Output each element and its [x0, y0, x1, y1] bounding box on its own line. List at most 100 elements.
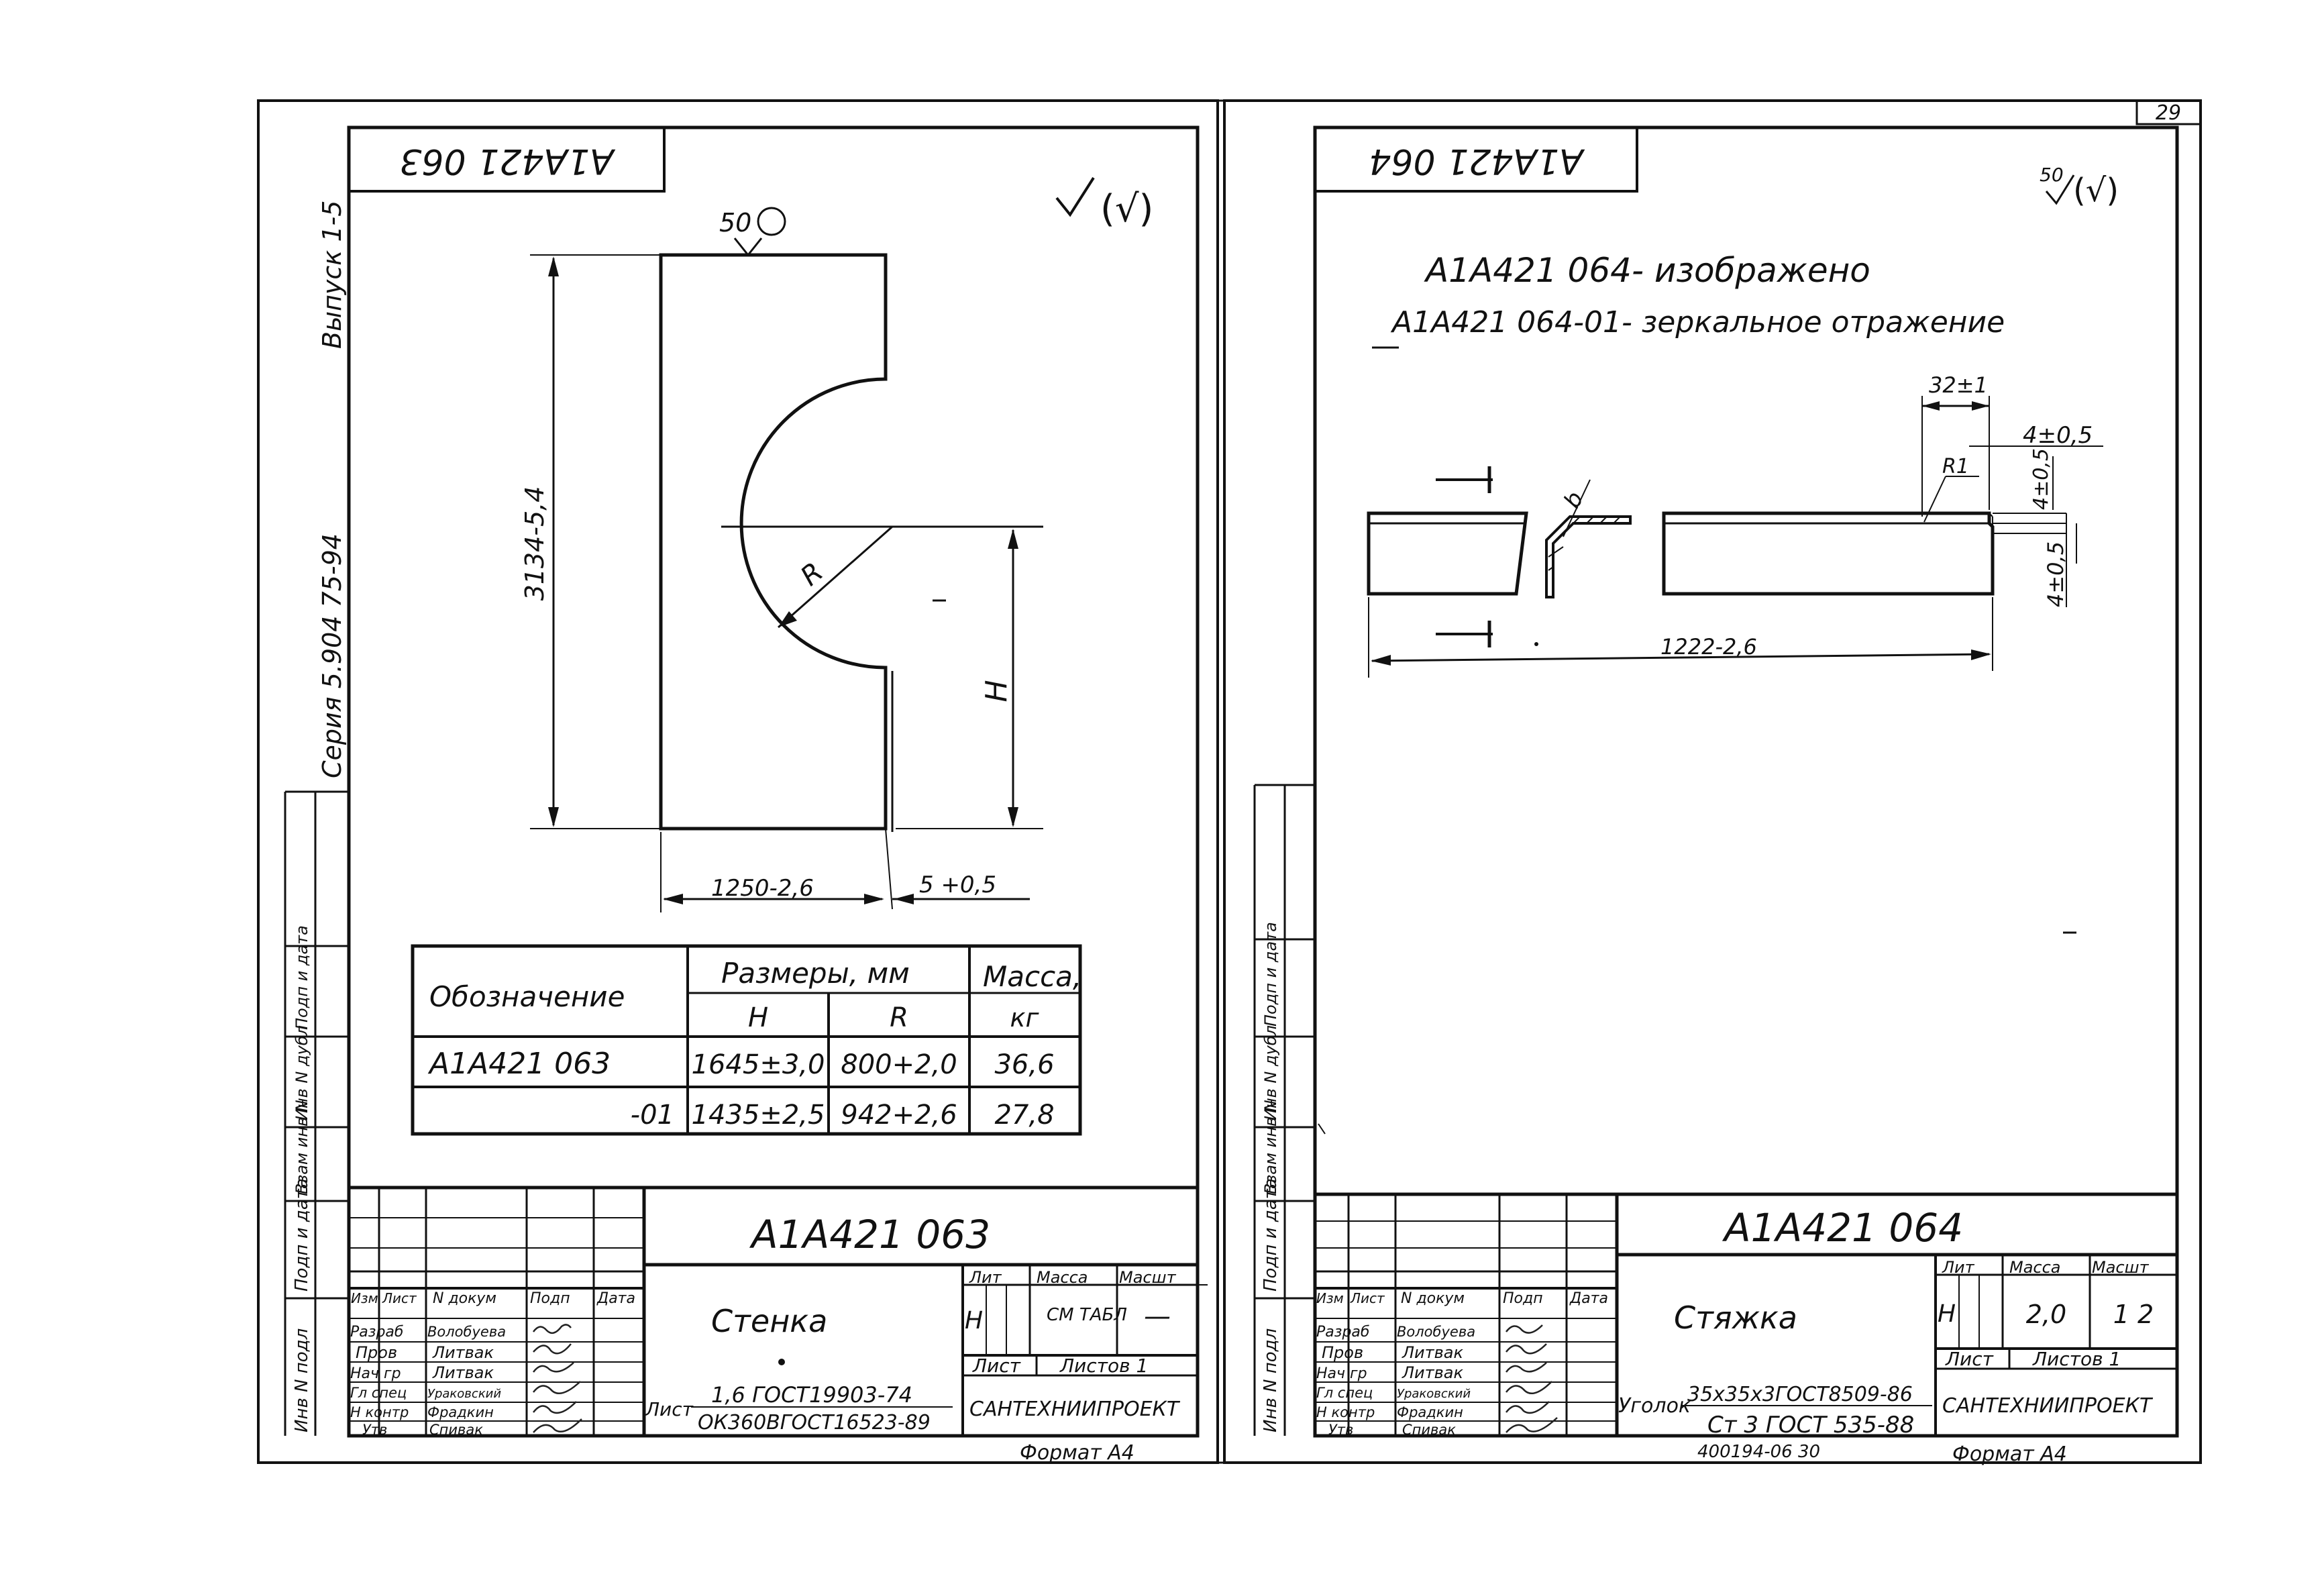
left-org: САНТЕХНИИПРОЕКТ: [969, 1398, 1181, 1421]
side-label-vzam-inv: Взам инв N: [293, 1100, 311, 1194]
dim-h: H: [896, 529, 1043, 829]
svg-text:Подп: Подп: [1503, 1290, 1543, 1307]
side-label-inv-dubl: Инв N дубл: [293, 1025, 311, 1120]
left-corner-code: А1А421 063: [399, 141, 615, 181]
right-roughness-symbol: 50 (√): [2040, 164, 2119, 209]
svg-text:Пров: Пров: [1322, 1343, 1363, 1362]
svg-text:Лист: Лист: [972, 1355, 1021, 1377]
left-side-strip: Инв N подл Подп и дата Взам инв N Инв N …: [284, 790, 349, 1436]
svg-text:Н контр: Н контр: [350, 1404, 409, 1420]
svg-text:Спивак: Спивак: [429, 1422, 483, 1438]
svg-text:Лит: Лит: [969, 1268, 1002, 1287]
right-title-block: Изм Лист N докум Подп Дата Разраб Волобу…: [1315, 1192, 2177, 1466]
svg-text:Масса,: Масса,: [983, 960, 1081, 993]
svg-text:Фрадкин: Фрадкин: [427, 1404, 494, 1420]
svg-text:Масшт: Масшт: [1119, 1268, 1177, 1287]
svg-text:1 2: 1 2: [2113, 1300, 2154, 1329]
right-side-strip: Инв N подл Подп и дата Взам инв N Инв N …: [1253, 784, 1315, 1436]
page-number: 29: [2156, 101, 2181, 125]
svg-text:Лист: Лист: [645, 1398, 694, 1420]
svg-text:Размеры, мм: Размеры, мм: [721, 957, 910, 990]
svg-text:R1: R1: [1942, 455, 1969, 478]
svg-text:4±0,5: 4±0,5: [2043, 541, 2068, 607]
svg-text:Волобуева: Волобуева: [427, 1324, 506, 1340]
svg-text:1222-2,6: 1222-2,6: [1660, 634, 1757, 660]
left-stamp-title: Стенка: [711, 1303, 827, 1339]
row2-designation: -01: [631, 1100, 674, 1131]
wall-part-outline: R: [659, 253, 1043, 910]
svg-text:H: H: [748, 1002, 768, 1033]
svg-text:Подп и дата: Подп и дата: [1261, 1178, 1281, 1292]
note-shown: А1А421 064- изображено: [1424, 251, 1870, 290]
svg-text:Н: Н: [965, 1307, 983, 1334]
svg-text:N докум: N докум: [433, 1290, 496, 1307]
side-label-inv-podl: Инв N подл: [292, 1328, 312, 1432]
svg-text:35x35x3ГОСТ8509-86: 35x35x3ГОСТ8509-86: [1687, 1383, 1913, 1406]
svg-text:Лист: Лист: [382, 1290, 417, 1306]
order-number: 400194-06 30: [1697, 1442, 1820, 1462]
svg-text:Волобуева: Волобуева: [1397, 1324, 1475, 1340]
left-format: Формат А4: [1020, 1441, 1134, 1465]
svg-text:Разраб: Разраб: [350, 1324, 403, 1341]
svg-text:Взам инв N: Взам инв N: [1261, 1100, 1280, 1194]
svg-text:кг: кг: [1010, 1003, 1040, 1033]
left-title-block: Изм Лист N докум Подп Дата Разраб Волобу…: [349, 1186, 1198, 1465]
svg-text:—: —: [1144, 1301, 1171, 1332]
left-inner-frame: [347, 125, 1200, 1438]
svg-text:Фрадкин: Фрадкин: [1397, 1404, 1463, 1420]
svg-text:50: 50: [719, 208, 751, 238]
right-org: САНТЕХНИИПРОЕКТ: [1942, 1394, 2154, 1418]
svg-text:Подп: Подп: [530, 1290, 570, 1307]
svg-text:50: 50: [2040, 164, 2064, 186]
svg-text:R: R: [890, 1002, 908, 1033]
row1-designation: А1А421 063: [427, 1047, 611, 1081]
svg-text:СМ ТАБЛ: СМ ТАБЛ: [1047, 1305, 1127, 1325]
svg-text:(√): (√): [2073, 172, 2119, 209]
svg-text:Литвак: Литвак: [432, 1363, 494, 1382]
svg-text:Дата: Дата: [596, 1290, 635, 1307]
svg-text:Обозначение: Обозначение: [429, 980, 625, 1013]
right-stamp-title: Стяжка: [1674, 1300, 1797, 1336]
svg-text:Разраб: Разраб: [1316, 1324, 1369, 1341]
svg-text:1,6 ГОСТ19903-74: 1,6 ГОСТ19903-74: [711, 1382, 912, 1408]
left-roughness-symbol: (√): [1055, 176, 1153, 231]
svg-text:Изм: Изм: [351, 1290, 378, 1306]
left-outer-frame: [257, 99, 1219, 1464]
svg-text:Инв N дубл: Инв N дубл: [1261, 1025, 1280, 1120]
svg-text:36,6: 36,6: [994, 1049, 1054, 1080]
svg-text:Нач гр: Нач гр: [350, 1365, 401, 1382]
side-label-podp-data: Подп и дата: [292, 1178, 312, 1292]
svg-text:Н контр: Н контр: [1316, 1404, 1375, 1420]
svg-text:27,8: 27,8: [994, 1100, 1054, 1131]
angle-part-drawing: b 32±1 R1 4±0,5 4±0,5 4±0,5 1222-2,6: [1367, 372, 2103, 678]
svg-text:Подп и дата: Подп и дата: [1261, 922, 1280, 1027]
svg-text:1435±2,5: 1435±2,5: [692, 1100, 825, 1131]
svg-text:Масса: Масса: [2009, 1258, 2061, 1277]
svg-text:4±0,5: 4±0,5: [2023, 422, 2093, 449]
right-corner-code-box: А1А421 064: [1314, 126, 1638, 193]
issue-text: Выпуск 1-5: [317, 201, 347, 349]
svg-text:Изм: Изм: [1316, 1290, 1344, 1306]
svg-text:Гл спец: Гл спец: [1316, 1385, 1373, 1401]
series-text: Серия 5.904 75-94: [317, 533, 347, 778]
svg-text:Дата: Дата: [1569, 1290, 1608, 1307]
svg-text:Ураковский: Ураковский: [427, 1387, 501, 1401]
svg-text:Масшт: Масшт: [2092, 1258, 2150, 1277]
svg-text:Уголок: Уголок: [1618, 1394, 1691, 1418]
svg-text:32±1: 32±1: [1929, 372, 1988, 398]
svg-text:Листов 1: Листов 1: [2032, 1348, 2121, 1370]
svg-text:Лист: Лист: [1350, 1290, 1385, 1306]
svg-text:N докум: N докум: [1401, 1290, 1465, 1307]
svg-text:(√): (√): [1100, 187, 1153, 231]
svg-text:5 +0,5: 5 +0,5: [919, 872, 996, 898]
top-edge-roughness: 50: [719, 207, 786, 257]
left-corner-code-box: А1А421 063: [348, 126, 666, 193]
svg-text:800+2,0: 800+2,0: [841, 1049, 957, 1080]
right-corner-code: А1А421 064: [1369, 141, 1585, 181]
svg-text:2,0: 2,0: [2026, 1300, 2066, 1329]
svg-text:1645±3,0: 1645±3,0: [692, 1049, 825, 1080]
svg-text:Листов 1: Листов 1: [1059, 1355, 1148, 1377]
svg-text:ОК360ВГОСТ16523-89: ОК360ВГОСТ16523-89: [698, 1411, 931, 1434]
svg-text:Спивак: Спивак: [1402, 1422, 1456, 1438]
